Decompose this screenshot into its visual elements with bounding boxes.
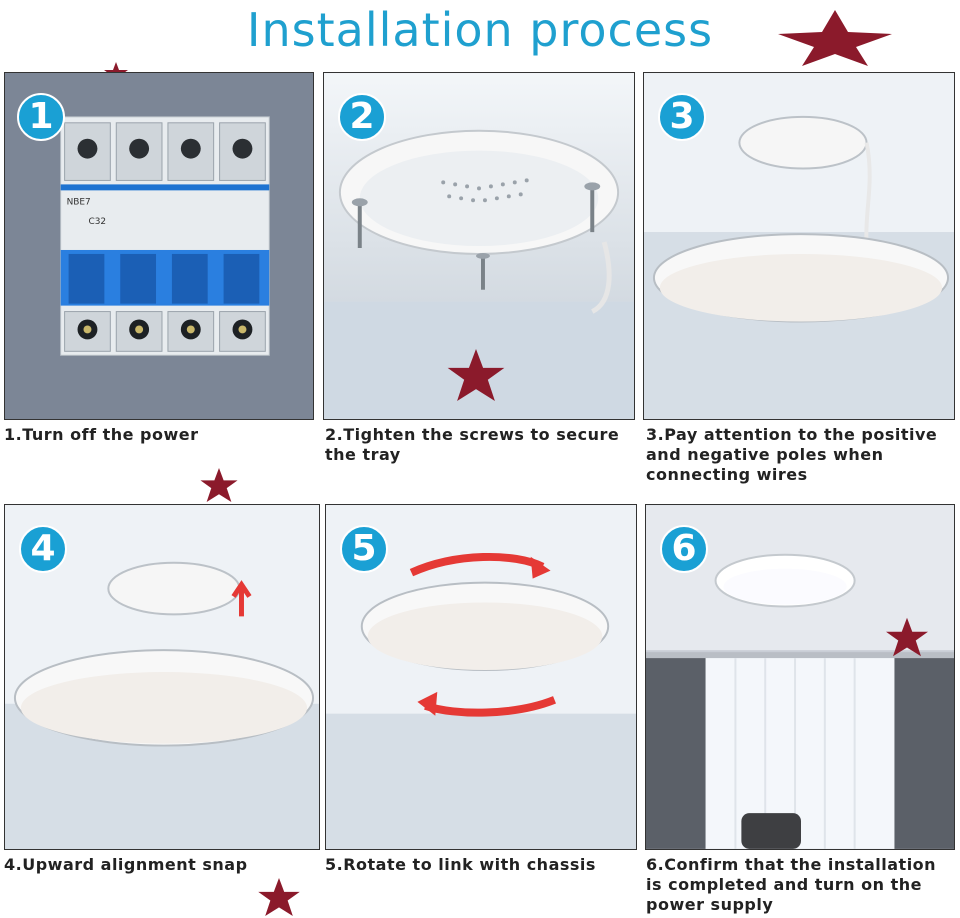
step-3-caption: 3.Pay attention to the positive and nega… bbox=[646, 425, 938, 484]
breaker-model-label: NBE7 bbox=[67, 197, 91, 207]
step-6-panel: 6 bbox=[645, 504, 955, 850]
step-3-badge: 3 bbox=[658, 93, 706, 141]
step-5-badge: 5 bbox=[340, 525, 388, 573]
step-4-panel: 4 bbox=[4, 504, 320, 850]
step-2-panel: 2 bbox=[323, 72, 635, 420]
star-icon bbox=[886, 617, 928, 657]
step-2-badge: 2 bbox=[338, 93, 386, 141]
step-1-caption: 1.Turn off the power bbox=[4, 425, 199, 444]
step-4-badge: 4 bbox=[19, 525, 67, 573]
step-5-panel: 5 bbox=[325, 504, 637, 850]
step-4-caption: 4.Upward alignment snap bbox=[4, 855, 248, 874]
step-6-badge: 6 bbox=[660, 525, 708, 573]
star-icon bbox=[200, 468, 238, 502]
step-1-panel: NBE7 C32 1 bbox=[4, 72, 314, 420]
star-icon bbox=[258, 878, 300, 916]
step-3-panel: 3 bbox=[643, 72, 955, 420]
wire-connection-illustration bbox=[644, 73, 954, 419]
step-6-caption: 6.Confirm that the installation is compl… bbox=[646, 855, 937, 914]
star-icon bbox=[447, 349, 505, 401]
step-5-caption: 5.Rotate to link with chassis bbox=[325, 855, 596, 874]
star-icon bbox=[778, 10, 892, 66]
step-1-badge: 1 bbox=[17, 93, 65, 141]
breaker-rating-label: C32 bbox=[88, 217, 106, 227]
step-2-caption: 2.Tighten the screws to secure the tray bbox=[325, 425, 620, 464]
circuit-breaker-illustration: NBE7 C32 bbox=[60, 116, 270, 356]
page-title: Installation process bbox=[246, 3, 714, 57]
rotate-lamp-illustration bbox=[326, 505, 636, 849]
